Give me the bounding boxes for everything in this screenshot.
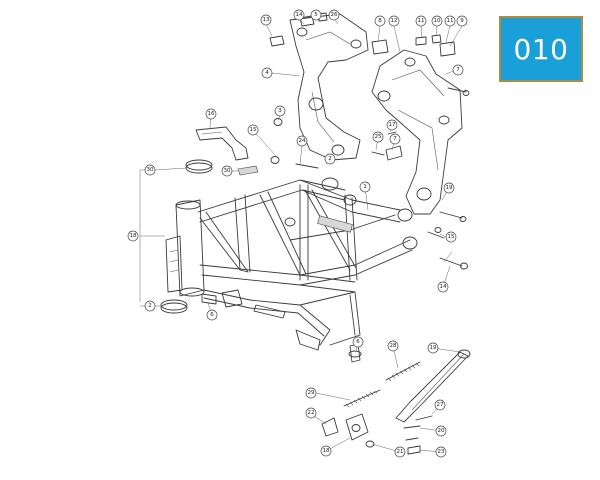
callout-marker: 11	[415, 15, 427, 27]
left-side-plate	[289, 13, 369, 161]
callout-label: 30	[224, 168, 231, 174]
callout-label: 20	[438, 428, 445, 434]
callout-marker: 15	[445, 231, 457, 243]
callout-label: 11	[447, 18, 454, 24]
callout-marker: 18	[127, 230, 139, 242]
callout-label: 12	[391, 18, 398, 24]
callout-marker: 18	[320, 445, 332, 457]
callout-label: 2	[328, 156, 332, 162]
callout-marker: 30	[144, 164, 156, 176]
callout-label: 11	[418, 18, 425, 24]
callout-marker: 4	[261, 67, 273, 79]
callout-marker: 22	[305, 407, 317, 419]
callout-label: 28	[390, 343, 397, 349]
callout-label: 15	[448, 234, 455, 240]
callout-marker: 5	[310, 9, 322, 21]
callout-marker: 27	[434, 399, 446, 411]
callout-label: 17	[389, 122, 396, 128]
callout-label: 14	[296, 12, 303, 18]
callout-label: 30	[147, 167, 154, 173]
callout-label: 22	[308, 410, 315, 416]
mounting-bracket	[195, 126, 249, 161]
right-side-plate	[371, 49, 463, 215]
callout-marker: 1	[359, 181, 371, 193]
diagram-code-text: 010	[513, 32, 569, 66]
callout-marker: 7	[389, 133, 401, 145]
callout-label: 24	[299, 138, 306, 144]
callout-marker: 10	[431, 15, 443, 27]
callout-label: 5	[314, 12, 318, 18]
callout-label: 18	[323, 448, 330, 454]
callout-label: 2	[148, 303, 152, 309]
callout-marker: 8	[374, 15, 386, 27]
callout-marker: 9	[456, 15, 468, 27]
fasteners	[201, 12, 470, 363]
callout-label: 7	[456, 67, 460, 73]
callout-label: 19	[446, 185, 453, 191]
callout-marker: 24	[296, 135, 308, 147]
headstock-bearing-bottom	[160, 299, 188, 314]
callout-label: 21	[397, 449, 404, 455]
callout-marker: 3	[274, 105, 286, 117]
callout-marker: 12	[388, 15, 400, 27]
callout-marker: 30	[221, 165, 233, 177]
rubber-pad	[237, 165, 259, 176]
callout-marker: 19	[443, 182, 455, 194]
callout-marker: 14	[293, 9, 305, 21]
callout-label: 16	[208, 111, 215, 117]
callout-label: 9	[460, 18, 464, 24]
callout-label: 7	[393, 136, 397, 142]
callout-label: 3	[278, 108, 282, 114]
callout-marker: 28	[387, 340, 399, 352]
callout-marker: 25	[372, 131, 384, 143]
callout-marker: 29	[305, 387, 317, 399]
callout-label: 13	[263, 17, 270, 23]
callout-markers: 13 14 5 26 8 12 11 10 11 9 4 7 3 16 15 2…	[127, 9, 468, 458]
callout-marker: 2	[144, 300, 156, 312]
callout-marker: 16	[205, 108, 217, 120]
callout-marker: 17	[386, 119, 398, 131]
callout-marker: 15	[247, 124, 259, 136]
callout-label: 18	[130, 233, 137, 239]
callout-label: 8	[378, 18, 382, 24]
side-stand-assembly	[321, 349, 471, 455]
callout-marker: 26	[328, 9, 340, 21]
callout-label: 1	[363, 184, 367, 190]
callout-label: 29	[308, 390, 315, 396]
callout-marker: 21	[394, 446, 406, 458]
callout-marker: 6	[352, 336, 364, 348]
diagram-code-badge: 010	[499, 16, 583, 82]
callout-label: 27	[437, 402, 444, 408]
callout-label: 15	[250, 127, 257, 133]
callout-label: 19	[430, 345, 437, 351]
callout-label: 25	[375, 134, 382, 140]
headstock-bearing-top	[185, 159, 213, 174]
callout-marker: 23	[435, 446, 447, 458]
callout-marker: 20	[435, 425, 447, 437]
leader-lines	[139, 17, 463, 453]
callout-label: 14	[440, 284, 447, 290]
callout-label: 26	[331, 12, 338, 18]
callout-label: 6	[356, 339, 360, 345]
callout-label: 10	[434, 18, 441, 24]
callout-label: 4	[265, 70, 269, 76]
callout-marker: 14	[437, 281, 449, 293]
main-frame	[165, 177, 418, 351]
callout-marker: 7	[452, 64, 464, 76]
callout-marker: 6	[206, 309, 218, 321]
callout-marker: 19	[427, 342, 439, 354]
callout-marker: 2	[324, 153, 336, 165]
callout-marker: 11	[444, 15, 456, 27]
callout-marker: 13	[260, 14, 272, 26]
callout-label: 23	[438, 449, 445, 455]
callout-label: 6	[210, 312, 214, 318]
